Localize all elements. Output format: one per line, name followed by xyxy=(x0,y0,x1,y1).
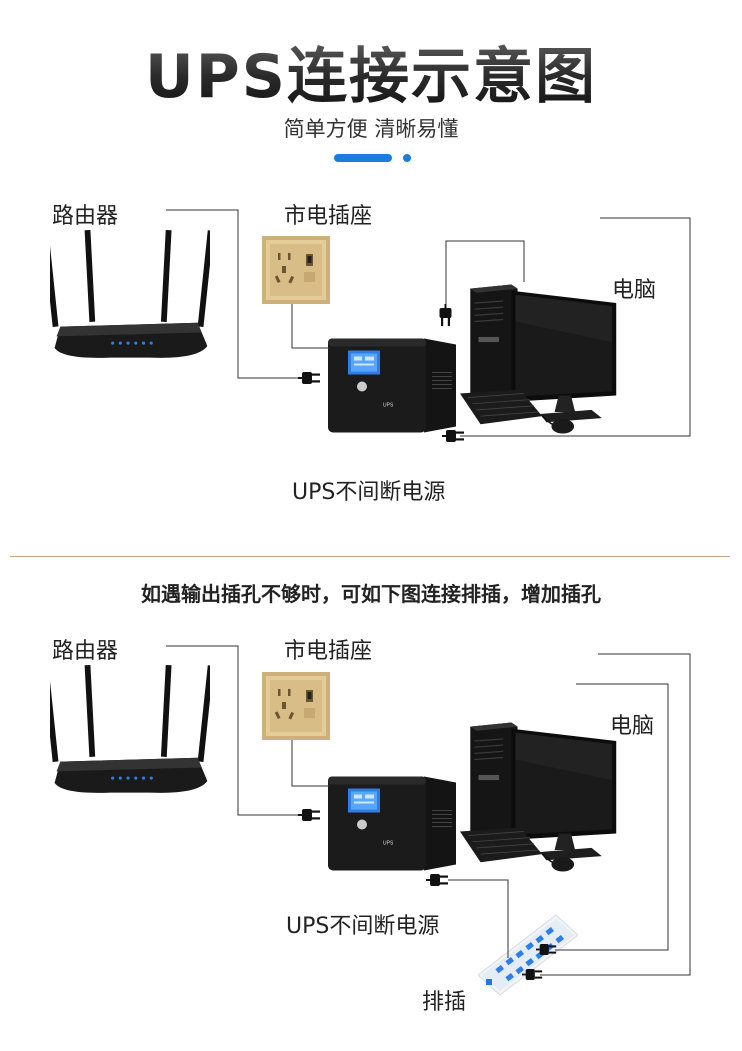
computer-label: 电脑 xyxy=(612,278,657,303)
computer-image xyxy=(460,721,617,873)
ups-label: UPS不间断电源 xyxy=(286,914,440,939)
router-label: 路由器 xyxy=(52,639,119,664)
page-subtitle: 简单方便 清晰易懂 xyxy=(283,117,459,141)
connection-wires xyxy=(166,209,691,437)
power-strip-label: 排插 xyxy=(422,990,467,1015)
computer-image xyxy=(460,283,617,435)
decorative-dot xyxy=(403,154,411,162)
section-divider xyxy=(10,556,730,557)
wall-outlet-image xyxy=(262,672,330,740)
outlet-label: 市电插座 xyxy=(284,639,373,664)
connection-wires xyxy=(166,645,691,976)
ups-label: UPS不间断电源 xyxy=(292,480,446,505)
ups-image xyxy=(328,337,457,434)
plug-icon xyxy=(439,304,452,326)
power-strip-image xyxy=(478,914,578,996)
plug-icon xyxy=(298,809,320,821)
router-image xyxy=(50,230,210,358)
decorative-bar xyxy=(334,154,392,162)
plug-icon xyxy=(426,874,448,886)
page-title: UPS连接示意图 xyxy=(0,28,742,115)
diagram-1 xyxy=(50,209,691,442)
outlet-label: 市电插座 xyxy=(284,204,373,229)
power-strip-note: 如遇输出插孔不够时，可如下图连接排插，增加插孔 xyxy=(141,582,601,606)
plug-icon xyxy=(298,372,320,384)
router-image xyxy=(50,665,210,793)
diagram-2 xyxy=(50,645,691,996)
ups-image xyxy=(328,775,457,872)
wall-outlet-image xyxy=(262,236,330,304)
computer-label: 电脑 xyxy=(610,714,655,739)
router-label: 路由器 xyxy=(52,204,119,229)
